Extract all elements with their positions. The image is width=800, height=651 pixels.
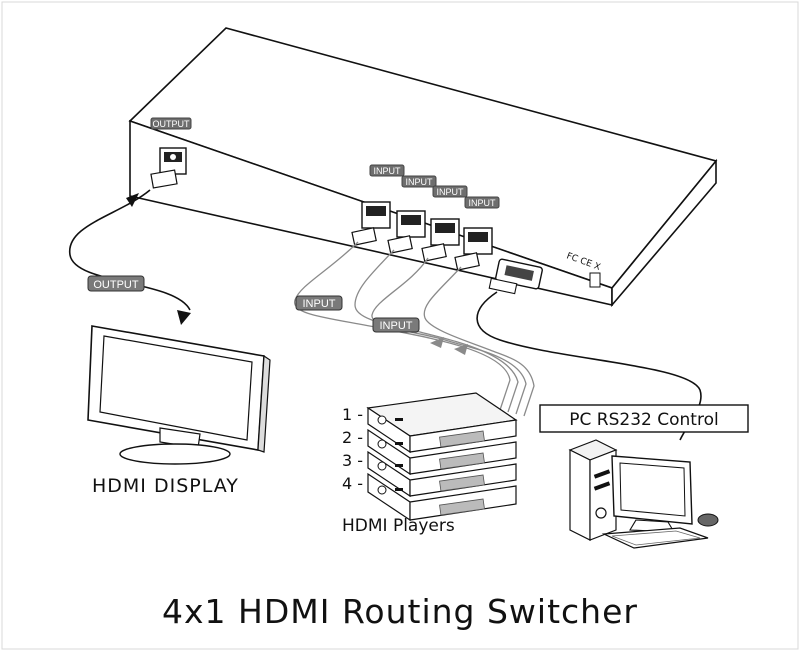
players-stack [366,392,518,522]
player-number-1: 1 - [342,405,363,424]
switcher-box: FC CE X [128,27,718,308]
diagram-title: 4x1 HDMI Routing Switcher [162,592,638,631]
switcher-output-tag-text: OUTPUT [153,119,191,129]
player-number-4: 4 - [342,474,363,493]
output-cable-tag: OUTPUT [87,275,145,292]
input-port-1 [351,201,391,246]
player-3 [367,450,517,498]
player-4 [367,472,517,522]
switcher-input-tag-4-text: INPUT [469,198,497,208]
input-cable-tag-b-text: INPUT [380,320,413,332]
player-1 [366,392,518,454]
rs232-cable [476,291,702,441]
input-cable-tag-a: INPUT [295,295,343,311]
player-2 [367,428,517,476]
switcher-side-face [611,158,717,308]
player-number-2: 2 - [342,428,363,447]
display-side [257,354,271,453]
pc-monitor [611,455,693,533]
power-socket [589,272,601,288]
hdmi-display [87,325,271,465]
switcher-input-tag-2: INPUT [401,175,437,188]
switcher-input-tag-3: INPUT [432,185,468,198]
pc-tower [568,439,618,541]
pc-label-box: PC RS232 Control [539,404,749,433]
players-label: HDMI Players [342,516,455,536]
switcher-input-tag-2-text: INPUT [406,177,434,187]
pc-label-text: PC RS232 Control [569,410,718,430]
pc-keyboard [601,527,709,549]
switcher-input-tag-1: INPUT [369,164,405,177]
player-number-3: 3 - [342,451,363,470]
output-arrow-top [126,193,139,207]
output-port [150,147,187,189]
pc-mouse [697,513,719,527]
input-cable-tag-b: INPUT [372,317,420,333]
display-base [119,443,231,465]
output-cable-tag-text: OUTPUT [93,279,139,291]
input-port-3 [421,218,460,262]
input-port-4 [454,227,493,271]
switcher-input-tag-3-text: INPUT [437,187,465,197]
output-cable [69,189,191,311]
input-ports [351,201,493,271]
pc-computer [568,439,719,549]
display-label: HDMI DISPLAY [92,475,239,497]
switcher-input-tag-1-text: INPUT [374,166,402,176]
switcher-input-tag-4: INPUT [464,196,500,209]
output-plug [150,169,178,189]
input-port-2 [387,210,426,254]
input-cable-tag-a-text: INPUT [303,298,336,310]
output-arrow-bottom [177,310,191,325]
display-screen [99,335,253,441]
switcher-output-tag: OUTPUT [150,117,192,130]
rs232-connector [488,258,543,295]
